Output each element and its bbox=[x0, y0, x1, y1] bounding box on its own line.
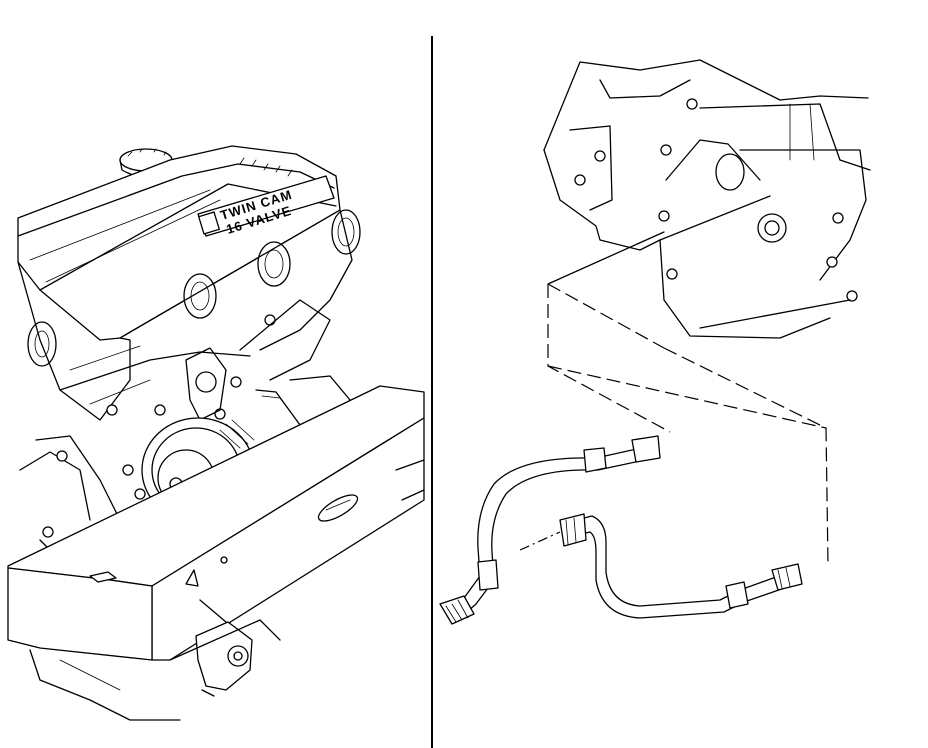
reference-dashed-outline bbox=[547, 283, 829, 565]
lower-body bbox=[29, 619, 281, 721]
transmission-housing bbox=[543, 59, 871, 339]
hose-centerline bbox=[519, 531, 561, 551]
cover-badge: TWIN CAM 16 VALVE bbox=[197, 175, 335, 237]
right-panel-hose-view bbox=[439, 59, 871, 625]
front-crossmember bbox=[7, 385, 425, 661]
cooler-line-upper bbox=[659, 195, 771, 241]
left-panel-engine-view: TWIN CAM 16 VALVE bbox=[7, 145, 425, 721]
engine-mount bbox=[195, 599, 253, 697]
cam-cover: TWIN CAM 16 VALVE bbox=[17, 145, 341, 341]
cooler-hose-upper bbox=[439, 435, 661, 625]
cooler-line-lower bbox=[699, 299, 851, 329]
cooler-hose-lower bbox=[559, 513, 803, 619]
